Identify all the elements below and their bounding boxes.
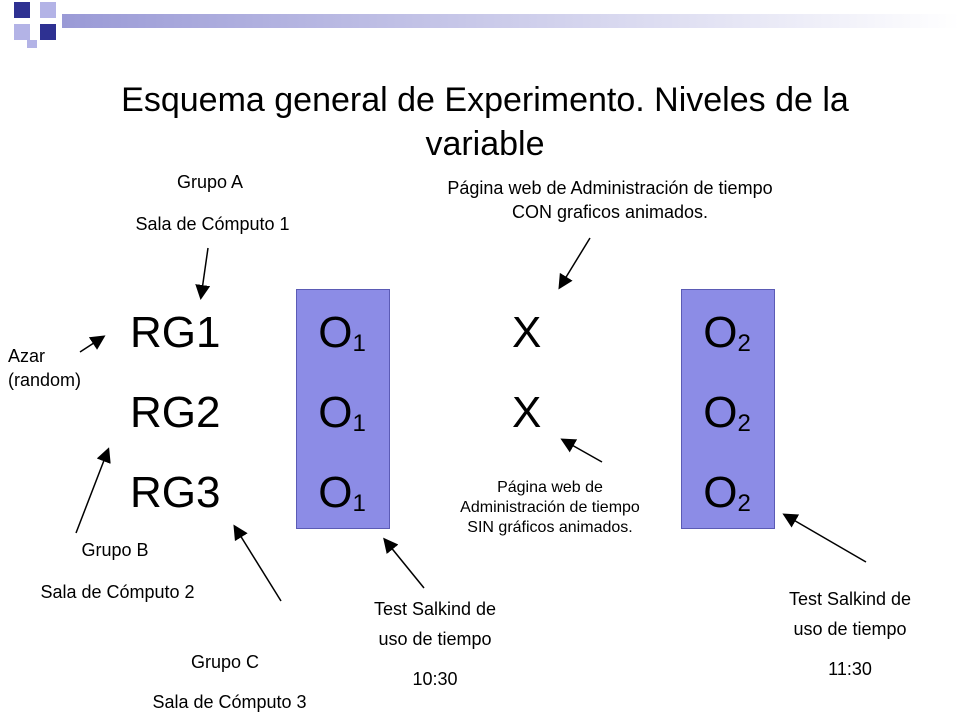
posttest-o2-row2: O2 [681,388,773,438]
header-decoration [14,2,960,48]
azar-line1: Azar [8,346,46,366]
o-subscript: 2 [737,490,751,517]
azar-label: Azar (random) [8,344,108,392]
rg3-label: RG3 [130,468,221,517]
arrow-test1 [383,537,425,589]
group-a-room: Sala de Cómputo 1 [135,214,290,234]
group-c-label: Grupo C [190,652,260,672]
group-c-room: Sala de Cómputo 3 [152,692,307,712]
o-subscript: 2 [737,330,751,357]
note-line: Página web de Administración de tiempo [447,178,773,198]
treatment-x-row1: X [512,308,542,357]
deco-square [27,40,37,48]
note-line: CON graficos animados. [511,202,709,222]
deco-square [14,2,30,18]
note-line: Página web de [497,479,603,496]
pretest-o1-row1: O1 [296,308,388,358]
o-subscript: 1 [352,410,366,437]
test2-time: 11:30 [828,659,872,679]
group-a-label: Grupo A [176,172,244,192]
arrow-group-b [75,447,111,534]
test2-note: Test Salkind de uso de tiempo 11:30 [755,584,945,684]
posttest-panel [681,289,775,529]
test1-note: Test Salkind de uso de tiempo 10:30 [340,594,530,694]
arrow-group-a [195,247,211,300]
arrow-azar [79,335,106,353]
o-subscript: 2 [737,410,751,437]
deco-square [14,24,30,40]
group-b-room: Sala de Cómputo 2 [40,582,195,602]
arrow-test2 [782,513,867,563]
page-title: Esquema general de Experimento. Niveles … [121,81,849,163]
deco-gradient-bar [62,14,960,28]
note-line: Administración de tiempo [460,499,640,516]
o-subscript: 1 [352,490,366,517]
deco-square [40,24,56,40]
o-symbol: O [703,308,738,357]
o-symbol: O [318,388,353,437]
pretest-o1-row3: O1 [296,468,388,518]
treatment-sin-note: Página web de Administración de tiempo S… [420,478,680,538]
pretest-o1-row2: O1 [296,388,388,438]
note-line: uso de tiempo [378,629,492,649]
rg1-label: RG1 [130,308,221,357]
arrow-treatment-sin [560,438,603,463]
posttest-o2-row1: O2 [681,308,773,358]
rg2-label: RG2 [130,388,221,437]
deco-square [40,2,56,18]
o-symbol: O [703,468,738,517]
note-line: Test Salkind de [373,599,497,619]
note-line: Test Salkind de [788,589,912,609]
posttest-o2-row3: O2 [681,468,773,518]
o-subscript: 1 [352,330,366,357]
treatment-con-note: Página web de Administración de tiempo C… [380,176,840,224]
o-symbol: O [318,468,353,517]
o-symbol: O [318,308,353,357]
o-symbol: O [703,388,738,437]
group-b-label: Grupo B [81,540,149,560]
arrow-group-c [233,524,282,602]
note-line: SIN gráficos animados. [467,519,633,536]
arrow-treatment-con [558,237,591,290]
pretest-panel [296,289,390,529]
azar-line2: (random) [8,370,82,390]
note-line: uso de tiempo [793,619,907,639]
test1-time: 10:30 [412,669,458,689]
treatment-x-row2: X [512,388,542,437]
